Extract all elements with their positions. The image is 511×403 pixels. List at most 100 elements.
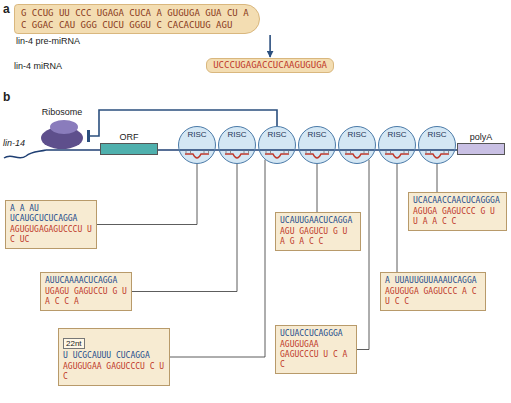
mature-mirna: lin-4 miRNA UCCCUGAGACCUCAAGUGUGA — [14, 58, 334, 73]
orf-region: ORF — [100, 132, 158, 155]
base-pair — [350, 151, 351, 154]
base-pair — [284, 151, 285, 154]
base-pair — [346, 151, 347, 154]
connector — [132, 164, 237, 292]
risc-label: RISC — [219, 130, 255, 139]
risc-label: RISC — [419, 130, 455, 139]
mrna-site: A UUAUUGUUAAAUCAGGA — [385, 276, 481, 286]
mirna-pairing: AGUGUGAGAGUCCCU U C UC — [10, 225, 92, 245]
mirna-pairing: AGUGUGAA GAGUCCCU C U C — [63, 362, 165, 382]
pre-mirna-hairpin: G CCUG UU CCC UGAGA CUCA A GUGUGA GUA CU… — [14, 4, 260, 46]
pairing-callout: AUUCAAAACUCAGGAUGAGU GAGUCCU G U A C C A — [40, 272, 132, 311]
risc-label: RISC — [299, 130, 335, 139]
mirna-pairing: AGUGUGA GAGUCCC A C U C C — [385, 287, 481, 307]
length-tag: 22nt — [63, 338, 85, 349]
region-label: polyA — [470, 132, 493, 143]
mrna-strand — [299, 149, 335, 151]
base-pair — [244, 151, 245, 154]
hairpin-shape: G CCUG UU CCC UGAGA CUCA A GUGUGA GUA CU… — [14, 4, 260, 34]
base-pair — [324, 151, 325, 154]
rna-strand: C GGAC CAU GGG CUCU GGGU C CACACUUG AGU — [21, 19, 249, 31]
base-pair — [306, 151, 307, 154]
pairing-callout: A UUAUUGUUAAAUCAGGAAGUGUGA GAGUCCC A C U… — [380, 272, 486, 311]
mrna-strand — [419, 149, 455, 151]
connector — [397, 164, 398, 272]
risc-label: RISC — [339, 130, 375, 139]
mirna-strand — [225, 154, 249, 158]
risc-complex: RISC — [418, 126, 456, 164]
base-pair — [310, 151, 311, 154]
risc-label: RISC — [179, 130, 215, 139]
ribosome: Ribosome — [34, 107, 90, 150]
ribosome-label: Ribosome — [42, 107, 83, 118]
base-pair — [408, 151, 409, 154]
connector — [269, 35, 271, 57]
mrna-site: U UCGCAUUU CUCAGGA — [63, 351, 165, 361]
pairing-callout: UCUACCUCAGGGAAGUGUGAA GAGUCCCU U C A C — [275, 325, 357, 374]
mirna-sequence: UCCCUGAGACCUCAAGUGUGA — [213, 60, 327, 71]
connector — [170, 160, 265, 357]
base-pair — [448, 151, 449, 154]
risc-complex: RISC — [218, 126, 256, 164]
risc-complex: RISC — [178, 126, 216, 164]
region-box — [100, 143, 158, 155]
molecule-label: lin-4 miRNA — [14, 61, 62, 71]
risc-complex: RISC — [298, 126, 336, 164]
molecule-label: lin-4 pre-miRNA — [16, 36, 260, 46]
base-pair — [328, 151, 329, 154]
base-pair — [186, 151, 187, 154]
base-pair — [230, 151, 231, 154]
mrna-strand — [179, 149, 215, 151]
connector — [317, 164, 318, 212]
connector — [97, 164, 197, 225]
base-pair — [266, 151, 267, 154]
region-label: ORF — [120, 132, 139, 143]
risc-label: RISC — [379, 130, 415, 139]
risc-complex: RISC — [338, 126, 376, 164]
mirna-pairing: UGAGU GAGUCCU G U A C C A — [45, 287, 127, 307]
pairing-callout: UCAUUGAACUCAGGAAGU GAGUCU G U A G A C C — [275, 212, 361, 251]
pairing-callout: A A AU UCAUGCUCUCAGGAAGUGUGAGAGUCCCU U C… — [5, 200, 97, 249]
mrna-site: AUUCAAAACUCAGGA — [45, 276, 127, 286]
gene-label: lin-14 — [3, 138, 25, 148]
pairing-callout: UCACAACCAACUCAGGGAAGUGA GAGUCCC G U U A … — [408, 192, 507, 231]
mirna-strand — [305, 154, 329, 158]
base-pair — [248, 151, 249, 154]
base-pair — [288, 151, 289, 154]
mrna-strand — [259, 149, 295, 151]
risc-complex: RISC — [258, 126, 296, 164]
mirna-strand — [425, 154, 449, 158]
base-pair — [368, 151, 369, 154]
mrna-site: A A AU UCAUGCUCUCAGGA — [10, 204, 92, 224]
mirna-strand — [185, 154, 209, 158]
ribosome-small-subunit — [50, 120, 78, 134]
base-pair — [364, 151, 365, 154]
mrna-strand — [379, 149, 415, 151]
base-pair — [270, 151, 271, 154]
base-pair — [226, 151, 227, 154]
connector — [437, 164, 438, 192]
pairing-callout: 22nt U UCGCAUUU CUCAGGAAGUGUGAA GAGUCCCU … — [58, 328, 170, 386]
mrna-site: UCUACCUCAGGGA — [280, 329, 352, 339]
ribosome-symbol — [39, 118, 85, 150]
panel-letter: b — [3, 90, 10, 104]
mirna-box: UCCCUGAGACCUCAAGUGUGA — [206, 58, 334, 73]
panel-letter: a — [3, 2, 10, 16]
mirna-pairing: AGUGA GAGUCCC G U U A A C C — [413, 207, 502, 227]
risc-label: RISC — [259, 130, 295, 139]
base-pair — [208, 151, 209, 154]
region-box — [457, 143, 505, 155]
mrna-site: UCACAACCAACUCAGGGA — [413, 196, 502, 206]
connector — [357, 160, 369, 350]
mrna-strand — [339, 149, 375, 151]
base-pair — [190, 151, 191, 154]
mrna-wave — [4, 150, 46, 158]
mirna-pairing: AGU GAGUCU G U A G A C C — [280, 227, 356, 247]
base-pair — [404, 151, 405, 154]
rna-strand: G CCUG UU CCC UGAGA CUCA A GUGUGA GUA CU… — [21, 7, 249, 19]
risc-complex: RISC — [378, 126, 416, 164]
base-pair — [386, 151, 387, 154]
base-pair — [390, 151, 391, 154]
mrna-site: UCAUUGAACUCAGGA — [280, 216, 356, 226]
